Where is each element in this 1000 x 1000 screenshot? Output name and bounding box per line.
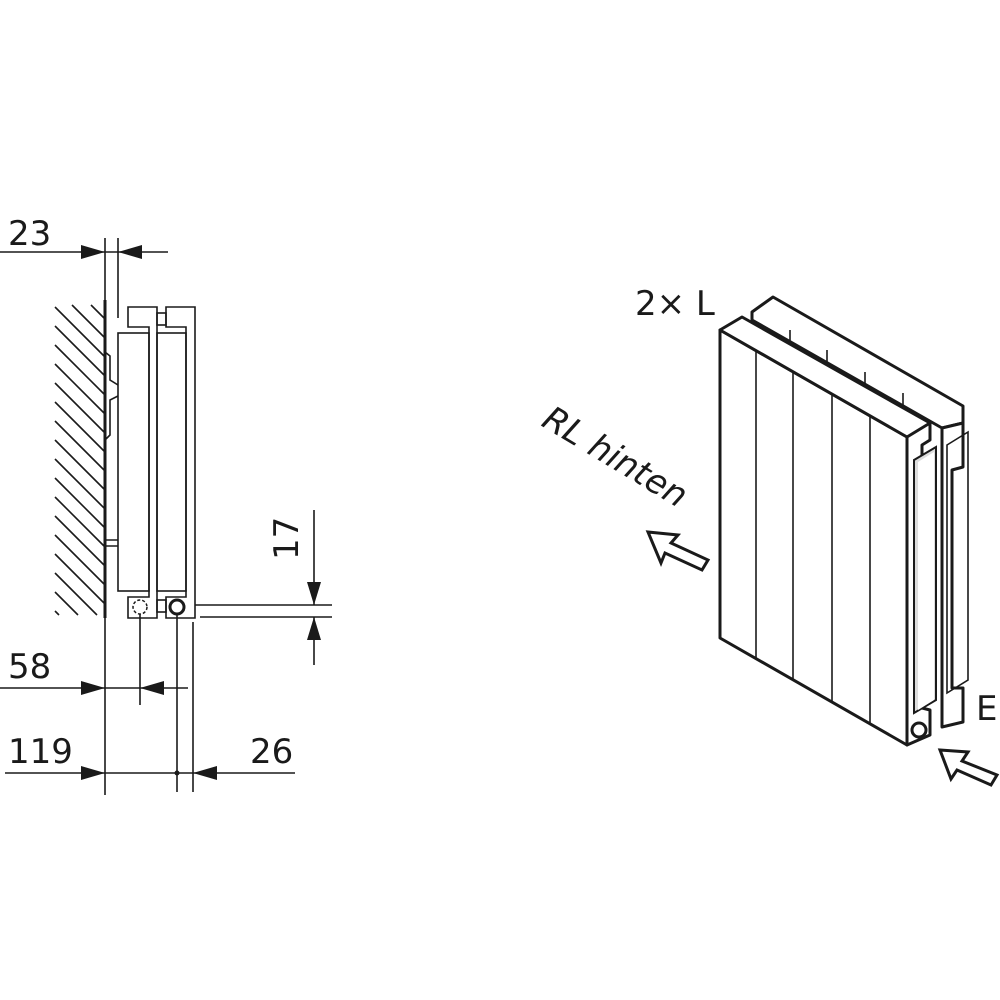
dimension-label-26: 26: [250, 732, 293, 772]
hatch-line: [90, 304, 106, 320]
hatch-line: [54, 344, 106, 396]
dimension-label-58: 58: [8, 647, 51, 687]
dimension-119-26: 119 26: [5, 614, 295, 792]
inlet-label: E: [976, 689, 997, 729]
hatch-line: [54, 477, 106, 529]
front-panel-fin-inner: [918, 452, 934, 710]
inlet-arrow-icon: [937, 748, 1000, 787]
return-pipe-hidden: [132, 599, 148, 615]
return-arrow-icon: [645, 530, 711, 572]
hatch-line: [54, 325, 106, 377]
hatch-line: [54, 515, 106, 567]
wall-hatching: [54, 304, 106, 616]
rear-block-side: [940, 421, 965, 729]
supply-pipe: [168, 598, 186, 616]
hatch-line: [54, 572, 98, 616]
return-label: RL hinten: [535, 398, 694, 516]
hatch-line: [54, 534, 106, 586]
dimension-label-119: 119: [8, 732, 73, 772]
dimension-58: 58: [0, 614, 188, 705]
iso-view: 2× L RL hinten E: [535, 284, 1000, 787]
dimension-23: 23: [0, 214, 168, 318]
hatch-line: [54, 496, 106, 548]
rear-panel-fin: [946, 430, 969, 695]
dimension-label-23: 23: [8, 214, 51, 254]
hatch-line: [54, 306, 106, 358]
rear-block-slots: [789, 330, 904, 405]
hatch-line: [54, 458, 106, 510]
connector-bottom: [156, 599, 167, 613]
wall-bracket: [104, 351, 119, 547]
side-view: 23 17 58 119 26: [0, 214, 332, 795]
hatch-line: [54, 439, 106, 491]
inner-panel-rear: [117, 332, 150, 592]
hatch-line: [71, 304, 106, 339]
hatch-line: [54, 382, 106, 434]
front-stripes: [755, 351, 871, 724]
dimension-17: 17: [195, 510, 332, 665]
dimension-label-17: 17: [267, 517, 307, 560]
hatch-line: [54, 420, 106, 472]
radiator-section-front: [165, 306, 196, 619]
inlet-pipe: [910, 721, 928, 739]
hatch-line: [54, 363, 106, 415]
hatch-line: [54, 591, 79, 616]
hatch-line: [54, 553, 106, 605]
hatch-line: [54, 610, 60, 616]
connector-top: [156, 312, 167, 326]
inner-panel-front: [156, 332, 187, 592]
radiator-section-rear: [127, 306, 158, 619]
mounting-label: 2× L: [635, 284, 715, 324]
hatch-line: [54, 401, 106, 453]
